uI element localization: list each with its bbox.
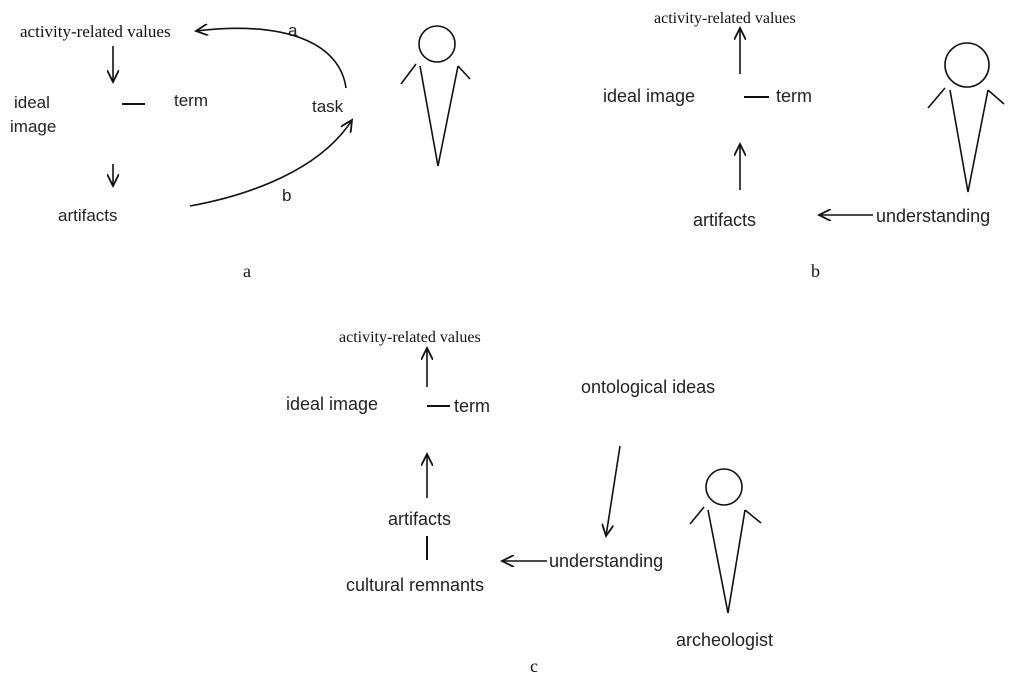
panel-c: activity-related values ideal image term… bbox=[286, 329, 773, 676]
panel-a: activity-related values ideal image term… bbox=[10, 21, 471, 281]
c-person-figure bbox=[689, 468, 762, 614]
a-caption: a bbox=[243, 261, 251, 281]
a-person-figure bbox=[400, 25, 471, 167]
b-values-label: activity-related values bbox=[654, 10, 796, 27]
c-ontological-label: ontological ideas bbox=[581, 377, 715, 397]
b-caption: b bbox=[811, 261, 820, 281]
b-understanding-label: understanding bbox=[876, 206, 990, 226]
c-remnants-label: cultural remnants bbox=[346, 575, 484, 595]
c-ideal-label: ideal image bbox=[286, 394, 378, 414]
a-values-label: activity-related values bbox=[20, 22, 171, 41]
b-person-figure bbox=[927, 42, 1005, 193]
c-values-label: activity-related values bbox=[339, 329, 481, 346]
a-arc-artifacts-to-task bbox=[189, 120, 352, 207]
a-image-label: image bbox=[10, 117, 56, 136]
a-arc-task-to-values bbox=[196, 28, 347, 89]
a-arc-label-a: a bbox=[288, 21, 298, 40]
c-understanding-label: understanding bbox=[549, 551, 663, 571]
a-task-label: task bbox=[312, 97, 344, 116]
a-arc-label-b: b bbox=[282, 186, 291, 205]
c-artifacts-label: artifacts bbox=[388, 509, 451, 529]
c-caption: c bbox=[530, 656, 538, 676]
c-arrow-ontological-to-understanding bbox=[606, 445, 621, 536]
panel-b: activity-related values ideal image term… bbox=[603, 10, 1005, 281]
c-archeologist-label: archeologist bbox=[676, 630, 773, 650]
b-artifacts-label: artifacts bbox=[693, 210, 756, 230]
a-term-label: term bbox=[174, 91, 208, 110]
b-ideal-label: ideal image bbox=[603, 86, 695, 106]
c-term-label: term bbox=[454, 396, 490, 416]
a-ideal-label: ideal bbox=[14, 93, 50, 112]
a-artifacts-label: artifacts bbox=[58, 206, 118, 225]
b-term-label: term bbox=[776, 86, 812, 106]
